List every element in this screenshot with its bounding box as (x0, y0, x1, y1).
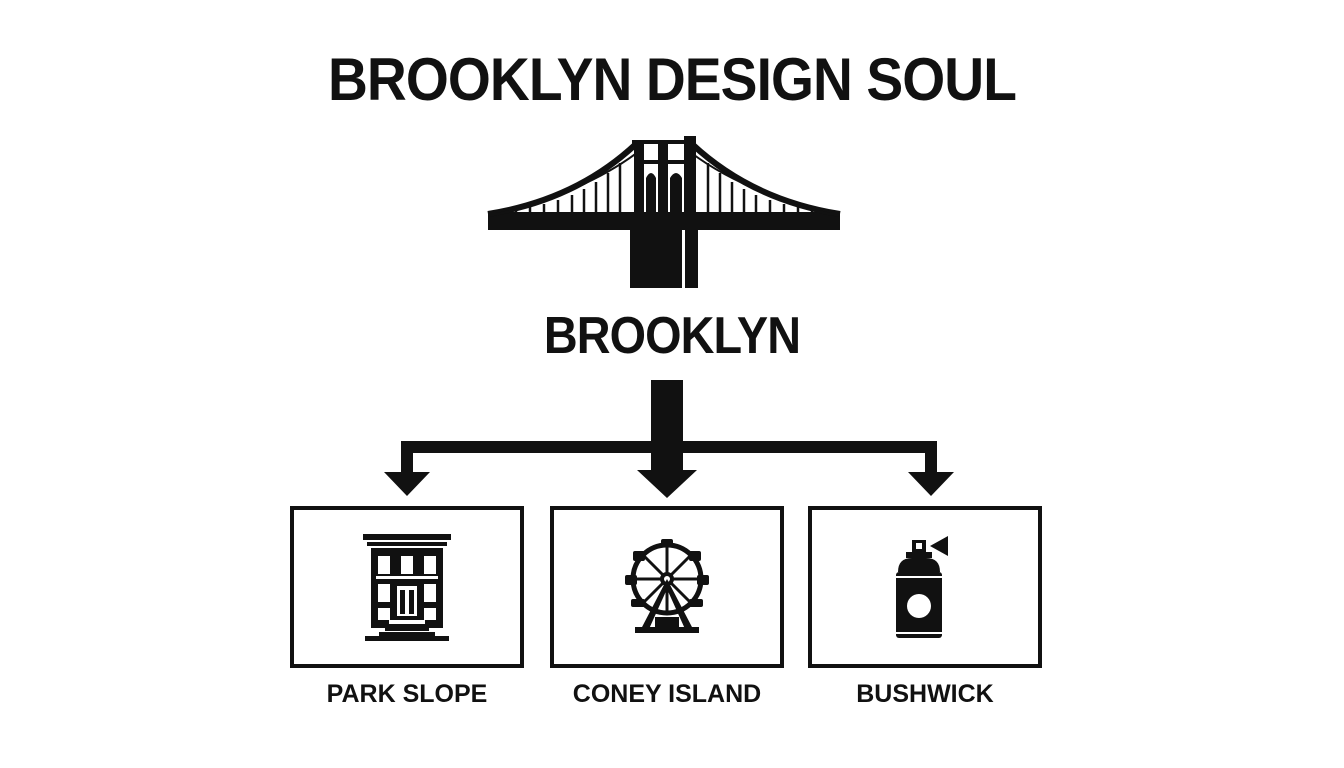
arrowhead-left (384, 472, 430, 496)
spray-paint-can-icon (896, 536, 948, 638)
arrowhead-center (637, 470, 697, 498)
park-slope-label: PARK SLOPE (326, 680, 488, 708)
bushwick-box (808, 506, 1042, 668)
bushwick-label: BUSHWICK (856, 680, 994, 708)
park-slope-box (290, 506, 524, 668)
root-node-label: BROOKLYN (543, 307, 801, 365)
center-stem (651, 380, 683, 472)
arrowhead-right (908, 472, 954, 496)
coney-island-box (550, 506, 784, 668)
brownstone-building-icon (363, 534, 451, 641)
coney-island-label: CONEY ISLAND (572, 680, 762, 708)
diagram-title: BROOKLYN DESIGN SOUL (327, 46, 1017, 113)
ferris-wheel-icon (625, 539, 709, 633)
brooklyn-bridge-icon (487, 136, 841, 288)
horizontal-connector (401, 441, 937, 453)
